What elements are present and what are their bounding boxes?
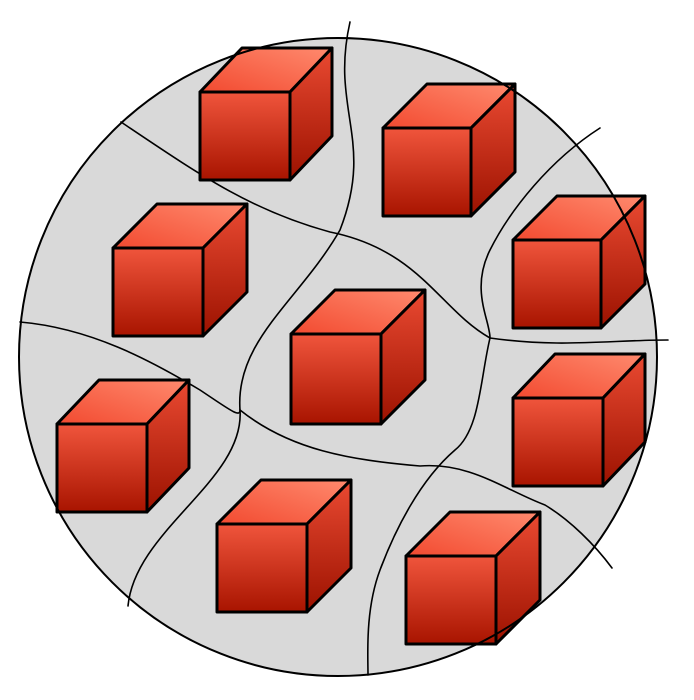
cube-front-face xyxy=(198,90,292,182)
red-cube xyxy=(511,194,647,330)
red-cube xyxy=(198,46,334,182)
cube-front-face xyxy=(404,554,498,646)
cube-front-face xyxy=(111,246,205,338)
cell-boundary xyxy=(120,121,669,344)
cell-boundary xyxy=(366,127,601,676)
red-cube xyxy=(55,378,191,514)
cube-front-face xyxy=(511,396,605,488)
cube-front-face xyxy=(55,422,149,514)
red-cube xyxy=(289,288,427,426)
cell-boundary xyxy=(127,21,355,607)
red-cube xyxy=(381,82,517,218)
cube-front-face xyxy=(511,238,603,330)
red-cube xyxy=(111,202,249,338)
cubes xyxy=(55,46,647,646)
cell-boundary xyxy=(19,321,613,569)
cube-front-face xyxy=(289,332,383,426)
circle-outline xyxy=(18,37,658,677)
red-cube xyxy=(404,510,542,646)
cube-front-face xyxy=(381,126,473,218)
cube-front-face xyxy=(215,522,309,614)
red-cube xyxy=(215,478,353,614)
red-cube xyxy=(511,352,647,488)
cell-boundaries xyxy=(19,21,669,676)
